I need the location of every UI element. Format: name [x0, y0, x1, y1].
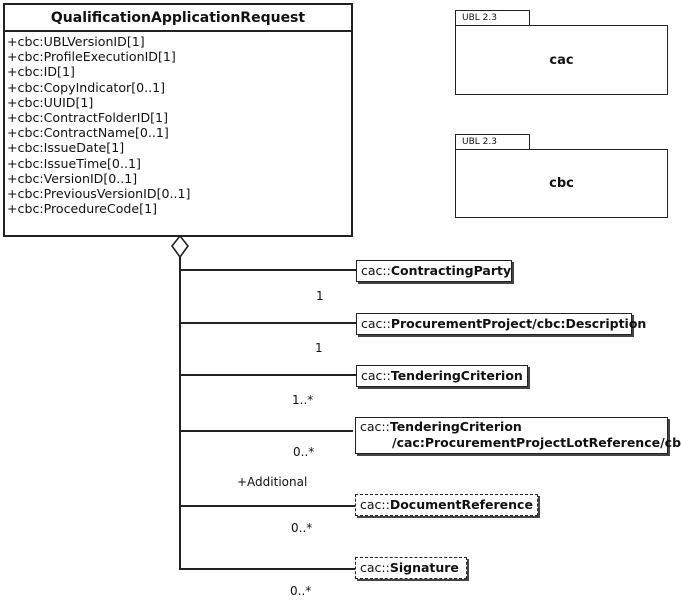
attribute: +cbc:ContractFolderID[1] — [7, 110, 168, 126]
target-tendering-criterion: cac::TenderingCriterion — [356, 365, 528, 387]
target-document-reference: cac::DocumentReference — [355, 494, 538, 516]
target-prefix: cac:: — [361, 368, 391, 383]
attribute: +cbc:IssueDate[1] — [7, 140, 125, 156]
attribute: +cbc:ID[1] — [7, 64, 75, 80]
target-name: TenderingCriterion — [389, 419, 522, 434]
package-cbc: cbc — [455, 149, 668, 218]
target-prefix: cac:: — [360, 497, 390, 512]
multiplicity-label: 1 — [315, 341, 323, 355]
aggregation-diamond-icon — [170, 235, 190, 259]
target-name: Signature — [389, 560, 459, 575]
multiplicity-label: 1..* — [292, 393, 314, 407]
target-procurement-project: cac::ProcurementProject/cbc:Description — [356, 313, 646, 335]
attribute: +cbc:VersionID[0..1] — [7, 170, 138, 186]
target-name: ContractingParty — [390, 263, 512, 278]
target-name: TenderingCriterion — [390, 368, 523, 383]
attribute: +cbc:IssueTime[0..1] — [7, 155, 141, 171]
target-name: DocumentReference — [389, 497, 533, 512]
target-name: ProcurementProject — [390, 316, 533, 331]
target-signature: cac::Signature — [355, 557, 467, 579]
class-name: QualificationApplicationRequest — [5, 5, 351, 32]
package-tab: UBL 2.3 — [455, 10, 530, 26]
association-line — [179, 568, 355, 570]
attribute: +cbc:UBLVersionID[1] — [7, 34, 145, 49]
attribute: +cbc:UUID[1] — [7, 94, 94, 110]
association-line — [179, 269, 357, 271]
association-line — [179, 374, 357, 376]
association-spine — [179, 257, 181, 569]
package-cac: cac — [455, 25, 668, 95]
multiplicity-label: 0..* — [291, 521, 313, 535]
association-line — [179, 322, 357, 324]
attribute: +cbc:ProfileExecutionID[1] — [7, 49, 176, 65]
attribute: +cbc:ContractName[0..1] — [7, 125, 169, 141]
target-suffix: /cbc:Description — [532, 316, 647, 331]
target-tendering-criterion-lot: cac::TenderingCriterion /cac:Procurement… — [355, 417, 681, 454]
target-prefix: cac:: — [360, 560, 390, 575]
class-box: QualificationApplicationRequest +cbc:UBL… — [3, 3, 353, 237]
association-line — [179, 505, 355, 507]
target-prefix: cac:: — [361, 316, 391, 331]
attribute: +cbc:PreviousVersionID[0..1] — [7, 186, 191, 202]
attribute: +cbc:CopyIndicator[0..1] — [7, 79, 166, 95]
target-prefix: cac:: — [361, 263, 391, 278]
attribute-list: +cbc:UBLVersionID[1] +cbc:ProfileExecuti… — [7, 34, 351, 216]
association-line — [179, 430, 353, 432]
multiplicity-label: 0..* — [290, 584, 312, 598]
target-contracting-party: cac::ContractingParty — [356, 260, 512, 282]
multiplicity-label: 0..* — [293, 445, 315, 459]
target-path: /cac:ProcurementProjectLotReference/cbc:… — [392, 435, 681, 450]
package-tab: UBL 2.3 — [455, 134, 530, 150]
target-prefix: cac:: — [360, 419, 390, 434]
role-label: +Additional — [237, 475, 308, 489]
multiplicity-label: 1 — [316, 289, 324, 303]
attribute: +cbc:ProcedureCode[1] — [7, 201, 157, 217]
